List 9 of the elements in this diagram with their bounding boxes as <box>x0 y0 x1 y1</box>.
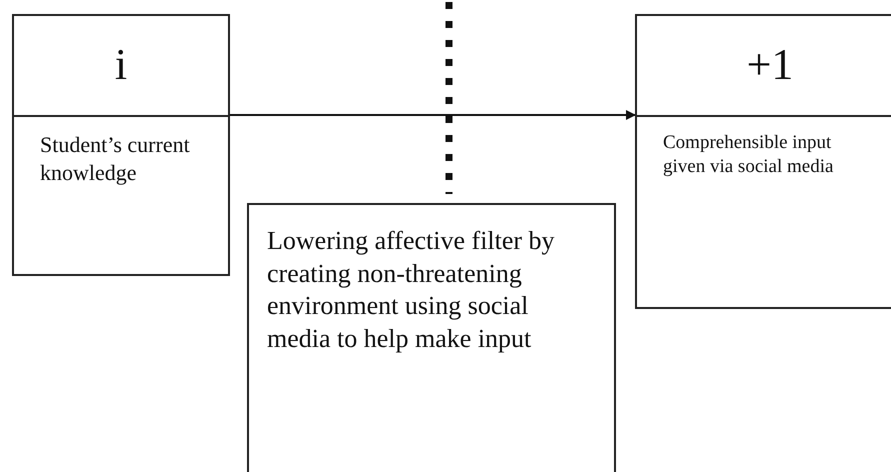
text-box <box>12 14 230 276</box>
description-text: Comprehensible input given via social media <box>663 131 834 178</box>
description-text: Lowering affective filter by creating non-threatening environment using social media to help make input <box>267 225 556 354</box>
heading-symbol: +1 <box>746 39 794 91</box>
arrow <box>230 110 636 120</box>
text-box <box>635 14 891 309</box>
text-box <box>247 203 616 472</box>
description-text: Student’s current knowledge <box>40 131 191 186</box>
heading-symbol: i <box>114 39 128 91</box>
